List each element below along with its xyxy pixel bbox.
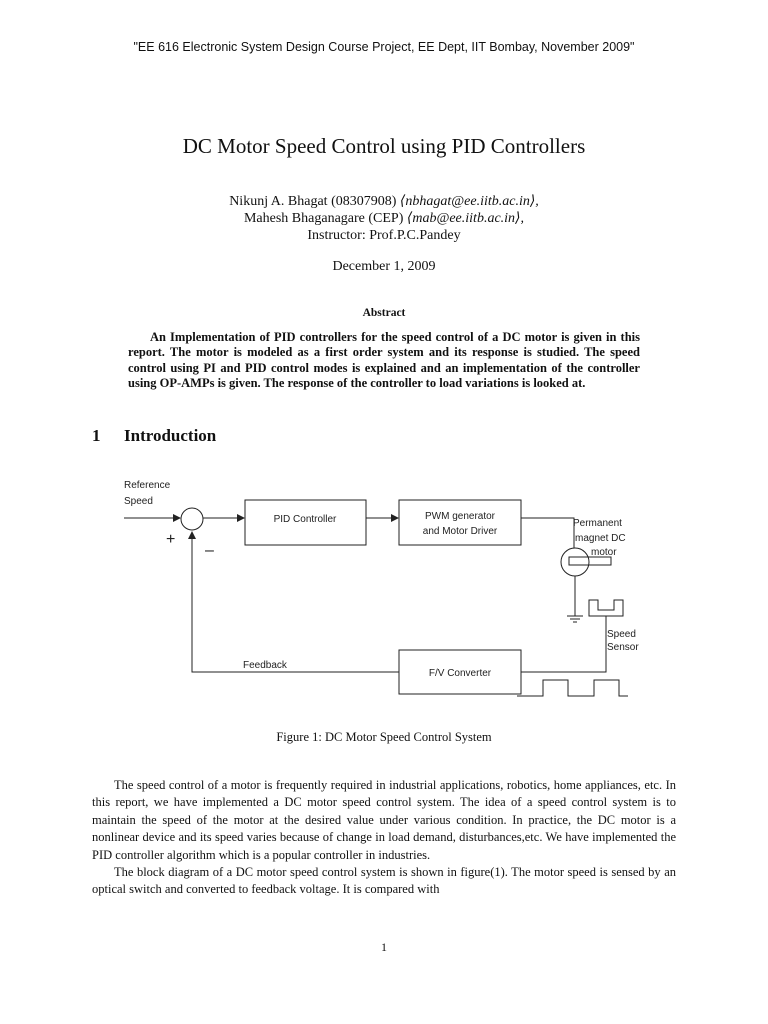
author-name-1: Nikunj A. Bhagat (08307908) (229, 194, 397, 209)
sensor-output-line (521, 616, 607, 673)
sensor-label-2: Sensor (607, 642, 639, 653)
motor-shaft (568, 556, 612, 566)
author-block: Nikunj A. Bhagat (08307908) ⟨nbhagat@ee.… (0, 193, 768, 244)
feedback-label: Feedback (243, 660, 288, 671)
author-email-1: ⟨nbhagat@ee.iitb.ac.in⟩, (399, 194, 539, 209)
pid-controller-block (244, 499, 367, 546)
motor-label-3: motor (591, 547, 617, 558)
pid-label: PID Controller (274, 514, 337, 525)
course-header-note: "EE 616 Electronic System Design Course … (133, 40, 635, 54)
instructor-line: Instructor: Prof.P.C.Pandey (307, 228, 461, 243)
dc-motor-symbol (560, 547, 590, 577)
page-number: 1 (381, 940, 387, 954)
motor-label-1: Permanent (573, 518, 622, 529)
author-name-2: Mahesh Bhaganagare (CEP) (243, 211, 404, 226)
summing-junction (180, 507, 204, 531)
motor-label-2: magnet DC (575, 533, 626, 544)
pwm-label-2: and Motor Driver (423, 526, 498, 537)
author-email-2: ⟨mab@ee.iitb.ac.in⟩, (406, 211, 525, 226)
minus-sign: – (205, 542, 214, 559)
feedback-line (188, 531, 399, 673)
pulse-train-waveform (517, 679, 628, 697)
block-diagram-figure: Reference Speed + – PID Controller PWM g… (124, 480, 639, 697)
author-line-1: Nikunj A. Bhagat (08307908) ⟨nbhagat@ee.… (0, 193, 768, 210)
pwm-driver-block (398, 499, 522, 546)
reference-label-1: Reference (124, 480, 171, 491)
section-number: 1 (92, 426, 101, 445)
plus-sign: + (166, 531, 175, 548)
pwm-label-1: PWM generator (425, 511, 496, 522)
body-paragraph-2: The block diagram of a DC motor speed co… (92, 865, 676, 897)
speed-sensor-symbol (588, 599, 624, 617)
reference-label-2: Speed (124, 496, 153, 507)
figure-caption: Figure 1: DC Motor Speed Control System (276, 730, 492, 744)
paper-date: December 1, 2009 (332, 259, 436, 274)
abstract-text: An Implementation of PID controllers for… (128, 330, 640, 390)
sensor-label-1: Speed (607, 629, 636, 640)
section-heading: 1 Introduction (92, 426, 216, 446)
fv-label: F/V Converter (429, 668, 492, 679)
section-title: Introduction (124, 426, 217, 445)
abstract-heading: Abstract (362, 307, 406, 319)
author-line-2: Mahesh Bhaganagare (CEP) ⟨mab@ee.iitb.ac… (0, 210, 768, 227)
body-paragraph-1: The speed control of a motor is frequent… (92, 778, 676, 862)
body-text: The speed control of a motor is frequent… (92, 777, 676, 899)
paper-title: DC Motor Speed Control using PID Control… (182, 134, 586, 158)
motor-drive-line (521, 517, 575, 548)
